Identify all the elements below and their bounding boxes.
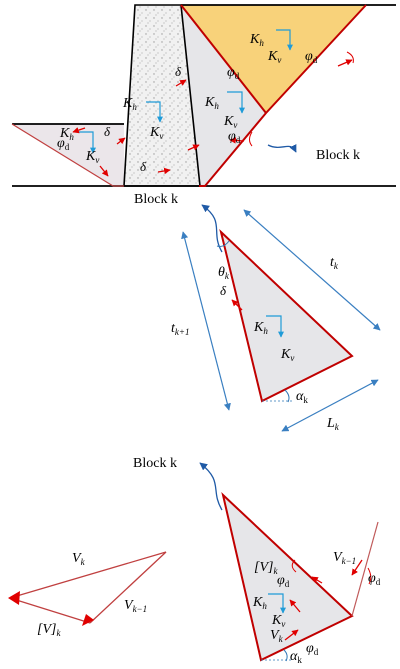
block-k-pointer (199, 462, 223, 511)
label-delta: δ (220, 283, 227, 298)
label-kh: Kh (252, 595, 267, 611)
force-arrow (337, 59, 353, 67)
passive-failure-plane (11, 123, 114, 187)
label-alpha: αk (296, 389, 308, 405)
label-kv: Kv (223, 114, 237, 130)
label-phi-d: φd (57, 136, 70, 152)
force-arrow (289, 599, 301, 613)
label-phi-d: φd (368, 571, 381, 587)
alpha-arc (284, 389, 290, 403)
label-delta: δ (140, 159, 147, 174)
force-arrow (175, 79, 187, 87)
seismic-arrows (227, 91, 245, 114)
label-kh: Kh (249, 32, 264, 48)
seismic-arrows (146, 101, 163, 123)
label-phi-d: φd (306, 641, 319, 657)
label-phi-d: φd (277, 573, 290, 589)
backfill-wedge (181, 5, 366, 113)
label-V-k: Vk (72, 551, 86, 567)
label-phi-d: φd (227, 65, 240, 81)
dimension-t-k (243, 209, 381, 331)
force-polygon-V-bracket (9, 597, 91, 624)
force-arrow (72, 127, 86, 134)
label-kh: Kh (204, 95, 219, 111)
label-V-k-1: Vk−1 (333, 550, 356, 566)
dimension-t-k1 (181, 231, 231, 411)
label-L-k: Lk (326, 416, 340, 432)
label-kv: Kv (280, 347, 294, 363)
wedge-boundary (180, 4, 267, 114)
block-k-pointer (201, 204, 223, 253)
label-V-k: Vk (270, 628, 284, 644)
panel-wall-system: Kh Kv φd φd δ Kh Kv φd Kh Kv δ Kh φd Kv … (11, 4, 396, 187)
force-polygon-Vk-1 (89, 551, 167, 624)
label-delta: δ (104, 124, 111, 139)
angle-arc (249, 131, 253, 147)
force-arrow (157, 167, 171, 175)
angle-arc (346, 51, 354, 64)
label-V-bracket-k: [V]k (254, 560, 278, 576)
label-block-k: Block k (134, 192, 178, 207)
force-arrow (284, 629, 299, 641)
force-arrow (229, 137, 245, 144)
label-alpha: αk (290, 649, 302, 665)
label-kv: Kv (85, 149, 99, 165)
label-block-k: Block k (133, 456, 177, 471)
label-V-k-1: Vk−1 (124, 598, 147, 614)
angle-arc (367, 567, 372, 585)
force-arrow (116, 137, 126, 145)
passive-wedge (12, 124, 124, 186)
label-phi-d: φd (228, 129, 241, 145)
panel-block-geometry: Block k θk δ Kh Kv αk tk tk+1 Lk (134, 192, 381, 432)
free-body-triangle (221, 492, 354, 662)
alpha-arc (283, 649, 288, 662)
label-theta: θk (218, 265, 230, 281)
panel-force-diagram: Vk Vk−1 [V]k Block k [V]k Vk−1 φd φd Kh … (8, 456, 381, 665)
force-polygon-Vk (9, 551, 167, 599)
block-k-pointer (267, 143, 297, 153)
label-kv: Kv (271, 613, 285, 629)
label-kh: Kh (122, 96, 137, 112)
label-delta: δ (175, 64, 182, 79)
label-V-bracket-k: [V]k (37, 622, 61, 638)
angle-arc (291, 559, 297, 573)
seismic-arrows (276, 29, 293, 51)
force-arrow (187, 144, 200, 151)
force-arrow (99, 165, 109, 177)
force-arrow (351, 559, 363, 576)
block-k-wedge (181, 5, 266, 186)
label-t-k1: tk+1 (171, 321, 189, 337)
force-arrowhead (82, 614, 94, 626)
label-kv: Kv (267, 49, 281, 65)
force-arrow (311, 576, 323, 584)
label-block-k: Block k (316, 148, 360, 163)
seismic-arrows (78, 131, 96, 154)
force-arrow (231, 299, 243, 311)
seismic-arrows (268, 593, 286, 614)
adjacent-plane (351, 521, 379, 617)
force-arrowhead (8, 591, 20, 605)
label-t-k: tk (330, 255, 339, 271)
failure-plane (199, 4, 367, 187)
dimension-L-k (281, 379, 379, 432)
label-kh: Kh (59, 126, 74, 142)
label-phi-d: φd (305, 49, 318, 65)
label-kv: Kv (149, 125, 163, 141)
